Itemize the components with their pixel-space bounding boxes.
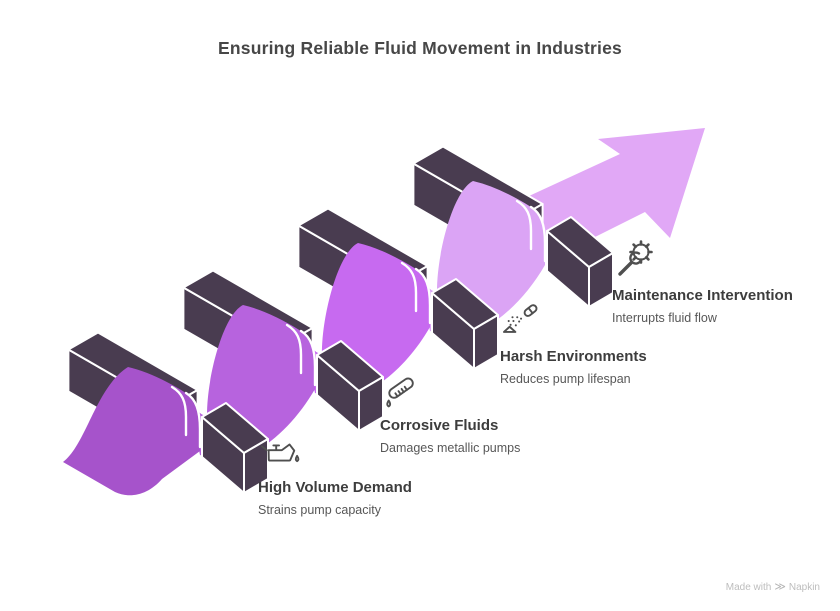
test-tube-icon: [386, 377, 414, 408]
watermark-brand: Napkin: [788, 582, 820, 593]
item-description: Strains pump capacity: [258, 503, 381, 517]
oil-can-icon: [261, 443, 300, 463]
wrench-gear-icon: [618, 240, 653, 276]
item-heading: Maintenance Intervention: [612, 287, 793, 304]
napkin-logo-icon: ≫: [774, 581, 786, 593]
item-description: Interrupts fluid flow: [612, 311, 717, 325]
item-heading: Harsh Environments: [500, 348, 647, 365]
watermark-prefix: Made with: [725, 582, 772, 593]
item-maintenance-intervention: Maintenance Intervention Interrupts flui…: [612, 240, 840, 325]
item-heading: Corrosive Fluids: [380, 417, 499, 434]
item-heading: High Volume Demand: [258, 479, 412, 496]
item-harsh-environments: Harsh Environments Reduces pump lifespan: [500, 303, 730, 386]
item-corrosive-fluids: Corrosive Fluids Damages metallic pumps: [380, 372, 610, 455]
item-description: Reduces pump lifespan: [500, 372, 631, 386]
item-description: Damages metallic pumps: [380, 441, 521, 455]
page-title: Ensuring Reliable Fluid Movement in Indu…: [218, 38, 622, 58]
watermark: Made with ≫ Napkin: [725, 581, 820, 594]
spray-icon: [503, 304, 538, 333]
item-high-volume-demand: High Volume Demand Strains pump capacity: [258, 434, 488, 517]
